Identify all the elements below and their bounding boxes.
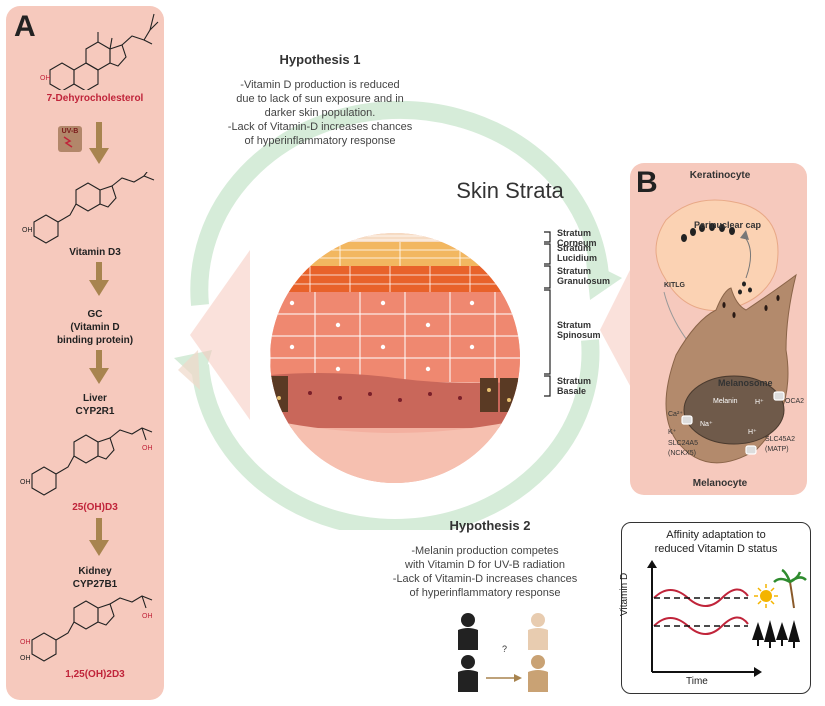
uv-wave-icon <box>63 136 73 148</box>
compound-calcitriol: 1,25(OH)2D3 <box>65 669 125 680</box>
hypothesis-1-line: due to lack of sun exposure and in <box>236 93 404 105</box>
melanin-label: Melanin <box>713 398 738 405</box>
oh-label: OH <box>20 639 31 646</box>
gc-label: GC <box>87 309 103 320</box>
hypothesis-1-line: darker skin population. <box>264 107 376 119</box>
hypothesis-1-line: -Vitamin D production is reduced <box>240 79 400 91</box>
feedback-cycle <box>174 100 630 530</box>
sun-icon <box>754 584 778 608</box>
kitlg-label: KITLG <box>664 282 685 289</box>
melanocyte-label: Melanocyte <box>692 478 748 489</box>
perinuclear-cap-label: Perinuclear cap <box>694 220 762 230</box>
panel-a-biosynthesis <box>6 6 164 700</box>
calcitriol-structure: OH OH OH <box>20 595 153 662</box>
matp-label: (MATP) <box>765 446 789 453</box>
gc-label-line2: (Vitamin D <box>70 322 120 333</box>
gc-label-line3: binding protein) <box>56 335 134 346</box>
hypothesis-1-title: Hypothesis 1 <box>279 52 361 67</box>
uvb-badge: UV-B <box>58 126 82 152</box>
vitamin-d-time-plot <box>647 560 807 677</box>
skin-cross-section <box>270 233 520 483</box>
kidney-label: Kidney <box>78 566 112 577</box>
y-axis-label: Vitamin D <box>619 572 630 616</box>
nckx5-label: (NCKX5) <box>668 450 697 457</box>
hypothesis-2-line: of hyperinflammatory response <box>409 587 561 599</box>
sodium-ion-label: Na⁺ <box>700 421 713 428</box>
25-oh-d3-structure: OH OH <box>20 427 153 496</box>
strata-brackets <box>544 231 551 397</box>
dehydrocholesterol-structure: OH <box>40 13 159 90</box>
keratinocyte-melanocyte-illustration <box>655 199 797 464</box>
hypothesis-2-title: Hypothesis 2 <box>449 518 531 533</box>
cyp27b1-label: CYP27B1 <box>72 579 118 590</box>
slc24a5-label: SLC24A5 <box>668 440 698 447</box>
pine-trees-icon <box>752 620 800 648</box>
oh-label: OH <box>20 655 31 662</box>
compound-7-dehydrocholesterol: 7-Dehyrocholesterol <box>46 93 144 104</box>
panel-b-letter: B <box>636 166 658 199</box>
oh-label: OH <box>40 75 51 82</box>
potassium-ion-label: K⁺ <box>668 429 677 436</box>
population-comparison-illustration <box>458 613 548 692</box>
dark-skin-person-icon <box>458 613 478 692</box>
vitamin-d3-structure: OH <box>22 172 155 244</box>
oca2-label: OCA2 <box>785 398 805 405</box>
skin-strata-title: Skin Strata <box>456 178 564 203</box>
keratinocyte-label: Keratinocyte <box>689 170 751 181</box>
liver-label: Liver <box>83 393 107 404</box>
question-mark: ? <box>502 644 508 654</box>
oh-label: OH <box>142 445 153 452</box>
panel-a-letter: A <box>14 10 36 43</box>
calcium-ion-label: Ca²⁺ <box>668 411 683 418</box>
oh-label: OH <box>22 227 33 234</box>
slc45a2-label: SLC45A2 <box>765 436 795 443</box>
hypothesis-2-line: -Lack of Vitamin-D increases chances <box>392 573 578 585</box>
compound-25-oh-d3: 25(OH)D3 <box>72 502 118 513</box>
hypothesis-2-line: -Melanin production competes <box>411 545 559 557</box>
compound-vitamin-d3: Vitamin D3 <box>69 247 121 258</box>
hypothesis-1-line: of hyperinflammatory response <box>244 135 396 147</box>
uvb-label: UV-B <box>61 128 79 135</box>
oh-label: OH <box>142 613 153 620</box>
arrow-down-4 <box>89 518 109 556</box>
h-plus-label: H⁺ <box>755 399 764 406</box>
arrow-down-3 <box>89 350 109 384</box>
x-axis-label: Time <box>686 676 708 687</box>
hypothesis-2-line: with Vitamin D for UV-B radiation <box>405 559 565 571</box>
hypothesis-1-line: -Lack of Vitamin-D increases chances <box>227 121 413 133</box>
h-plus-label: H⁺ <box>748 429 757 436</box>
arrow-down-1 <box>89 122 109 164</box>
oh-label: OH <box>20 479 31 486</box>
palm-tree-icon <box>773 568 807 609</box>
arrow-down-2 <box>89 262 109 296</box>
cyp2r1-label: CYP2R1 <box>75 406 115 417</box>
melanosome-label: Melanosome <box>718 378 773 388</box>
